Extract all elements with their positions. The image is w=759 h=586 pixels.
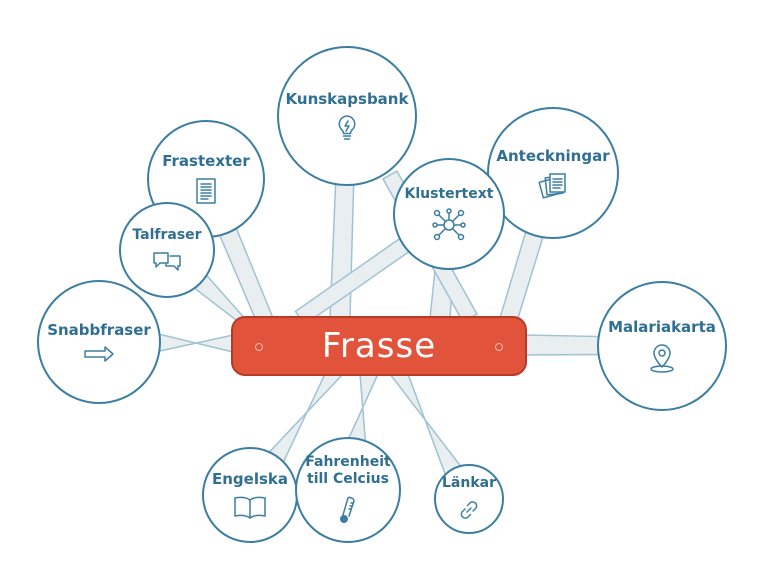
connector-malariakarta [524, 334, 602, 356]
open-book-icon [231, 494, 269, 520]
document-icon [193, 176, 219, 206]
node-talfraser[interactable]: Talfraser [119, 202, 215, 298]
arrow-right-icon [82, 345, 116, 363]
connector-snabbfraser [156, 332, 234, 353]
node-malariakarta[interactable]: Malariakarta [597, 281, 727, 411]
node-label: Länkar [442, 474, 496, 491]
node-klustertext[interactable]: Klustertext [393, 158, 505, 270]
link-icon [456, 497, 482, 523]
node-engelska[interactable]: Engelska [202, 447, 298, 543]
node-label: Talfraser [132, 226, 202, 243]
hub-node[interactable]: Frasse [231, 316, 527, 376]
node-fahrenheit[interactable]: Fahrenheit till Celcius [295, 437, 401, 543]
hub-title: Frasse [321, 326, 437, 366]
connector-lankar [388, 373, 463, 478]
map-pin-icon [647, 342, 677, 374]
thermometer-icon [336, 494, 360, 526]
node-label: Engelska [211, 470, 288, 488]
node-label: Fahrenheit till Celcius [305, 454, 391, 487]
lightbulb-icon [336, 114, 358, 142]
connector-anteckningar [498, 228, 545, 319]
hub-left-dot [255, 343, 263, 351]
node-label: Snabbfraser [47, 321, 151, 339]
cluster-icon [432, 208, 466, 242]
node-label: Klustertext [404, 185, 494, 202]
hub-right-dot [495, 343, 503, 351]
node-label: Kunskapsbank [285, 90, 409, 108]
node-anteckningar[interactable]: Anteckningar [487, 107, 619, 239]
node-kunskapsbank[interactable]: Kunskapsbank [277, 46, 417, 186]
connector-fahrenheit [346, 373, 380, 445]
node-label: Anteckningar [496, 147, 610, 165]
notes-stack-icon [538, 171, 568, 199]
speech-bubbles-icon [151, 249, 183, 273]
node-lankar[interactable]: Länkar [434, 464, 504, 534]
node-label: Frastexter [162, 152, 250, 170]
node-label: Malariakarta [608, 318, 716, 336]
node-snabbfraser[interactable]: Snabbfraser [37, 280, 161, 404]
